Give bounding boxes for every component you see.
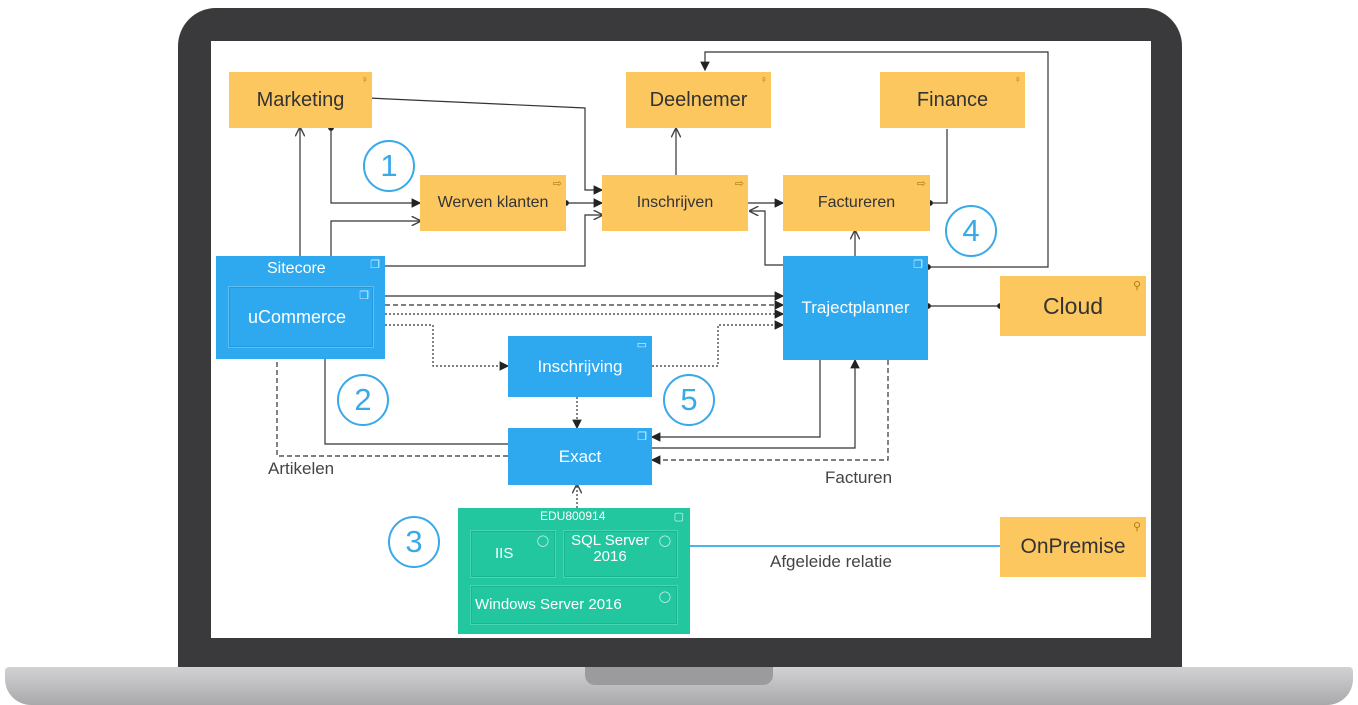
sitecore-component[interactable]: Sitecore ❐ uCommerce ❐ <box>216 256 385 359</box>
afgeleide-relatie-label: Afgeleide relatie <box>770 552 892 571</box>
callout-number-3: 3 <box>388 516 440 568</box>
actor-icon: ♀ <box>759 74 768 86</box>
process-arrow-icon: ⇨ <box>916 178 926 190</box>
trajectplanner-label: Trajectplanner <box>801 298 910 317</box>
deelnemer-label: Deelnemer <box>649 88 748 111</box>
inschrijven-label: Inschrijven <box>636 194 714 211</box>
system-software-icon: ◯ <box>658 535 671 547</box>
windows-server-system-software[interactable]: Windows Server 2016 ◯ <box>470 585 678 625</box>
exact-component[interactable]: Exact ❐ <box>508 428 652 485</box>
ucommerce-component[interactable]: uCommerce ❐ <box>228 286 374 348</box>
ucommerce-label: uCommerce <box>248 307 347 327</box>
callout-number-1: 1 <box>363 140 415 192</box>
marketing-actor[interactable]: Marketing ♀ <box>229 72 372 128</box>
node-icon: ▢ <box>673 511 684 523</box>
inschrijving-interface[interactable]: Inschrijving ▭ <box>508 336 652 397</box>
node-name-label: EDU800914 <box>540 509 606 523</box>
windows-server-label: Windows Server 2016 <box>475 596 622 613</box>
process-arrow-icon: ⇨ <box>552 178 562 190</box>
process-arrow-icon: ⇨ <box>734 178 744 190</box>
exact-label: Exact <box>558 446 602 466</box>
system-software-icon: ◯ <box>536 535 549 547</box>
werven-klanten-label: Werven klanten <box>437 194 549 211</box>
sql-server-system-software[interactable]: SQL Server 2016 ◯ <box>563 530 678 578</box>
component-icon: ❐ <box>359 290 369 302</box>
werven-klanten-process[interactable]: Werven klanten ⇨ <box>420 175 566 231</box>
trajectplanner-component[interactable]: Trajectplanner ❐ <box>783 256 928 360</box>
inschrijving-label: Inschrijving <box>537 356 623 376</box>
factureren-label: Factureren <box>817 194 896 211</box>
location-icon: ⚲ <box>1132 280 1141 292</box>
laptop-notch <box>585 667 773 685</box>
cloud-location[interactable]: Cloud ⚲ <box>1000 276 1146 336</box>
callout-number-5: 5 <box>663 374 715 426</box>
marketing-label: Marketing <box>256 88 345 111</box>
interface-icon: ▭ <box>636 339 647 351</box>
facturen-label: Facturen <box>825 468 893 487</box>
cloud-label: Cloud <box>1042 292 1104 319</box>
actor-icon: ♀ <box>1013 74 1022 86</box>
callout-number-2: 2 <box>337 374 389 426</box>
edu800914-node[interactable]: EDU800914 ▢ IIS ◯ SQL Server 2016 ◯ Wind… <box>458 508 690 634</box>
finance-label: Finance <box>916 88 989 111</box>
actor-icon: ♀ <box>360 74 369 86</box>
iis-label: IIS <box>495 545 514 562</box>
component-icon: ❐ <box>637 431 647 443</box>
sitecore-label: Sitecore <box>267 260 326 277</box>
component-icon: ❐ <box>370 259 380 271</box>
sql-server-label: SQL Server 2016 <box>571 532 649 565</box>
artikelen-label: Artikelen <box>268 459 335 478</box>
factureren-process[interactable]: Factureren ⇨ <box>783 175 930 231</box>
callout-number-4: 4 <box>945 205 997 257</box>
onpremise-label: OnPremise <box>1020 535 1126 558</box>
location-icon: ⚲ <box>1132 521 1141 533</box>
deelnemer-actor[interactable]: Deelnemer ♀ <box>626 72 771 128</box>
system-software-icon: ◯ <box>658 591 671 603</box>
onpremise-location[interactable]: OnPremise ⚲ <box>1000 517 1146 577</box>
component-icon: ❐ <box>913 259 923 271</box>
inschrijven-process[interactable]: Inschrijven ⇨ <box>602 175 748 231</box>
iis-system-software[interactable]: IIS ◯ <box>470 530 556 578</box>
finance-actor[interactable]: Finance ♀ <box>880 72 1025 128</box>
